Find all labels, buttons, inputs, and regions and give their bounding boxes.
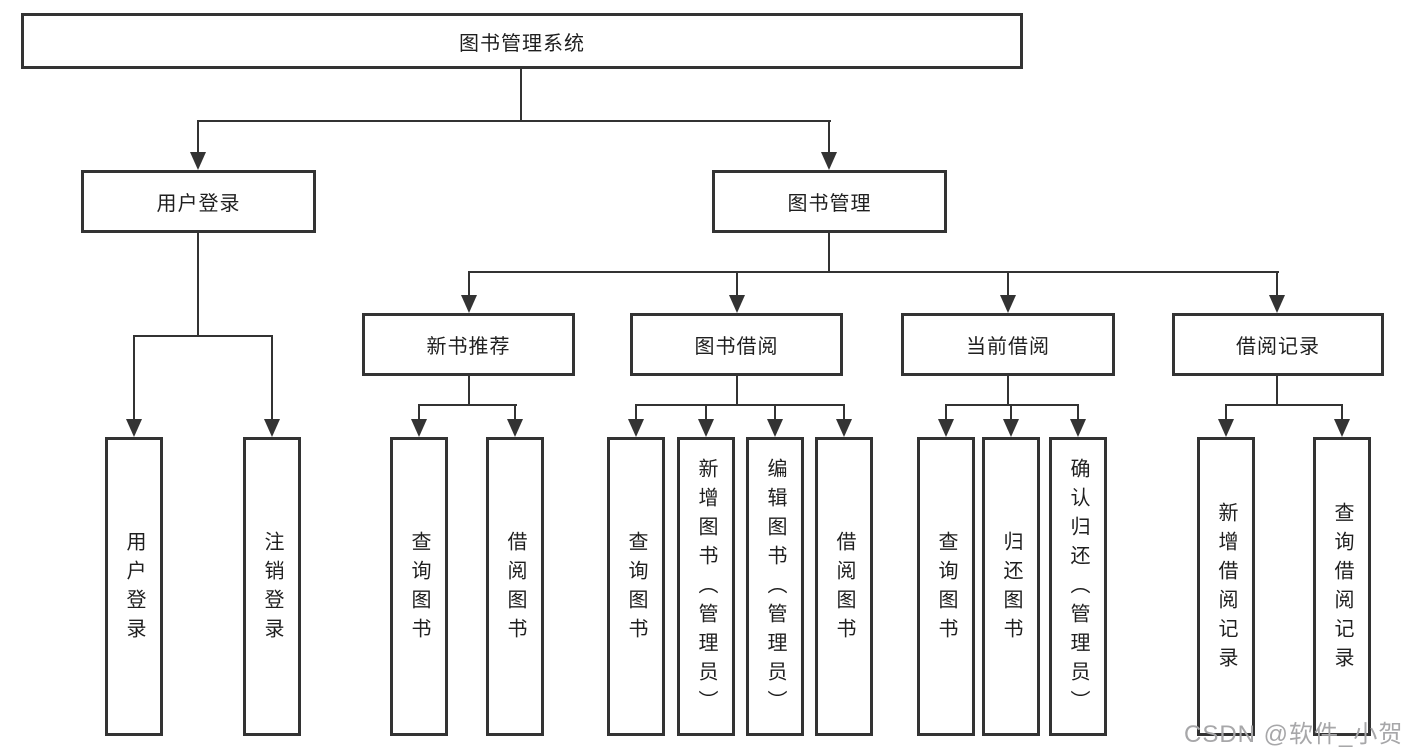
connector-line xyxy=(468,271,470,297)
arrow-down-icon xyxy=(821,152,837,170)
node-borrow-records: 借阅记录 xyxy=(1172,313,1384,376)
node-new-book-recommend: 新书推荐 xyxy=(362,313,575,376)
connector-line xyxy=(1007,271,1009,297)
arrow-down-icon xyxy=(461,295,477,313)
connector-line xyxy=(1007,376,1009,406)
watermark: CSDN @软件_小贺同学 xyxy=(1184,721,1405,747)
connector-line xyxy=(828,233,830,273)
node-user-login: 用户登录 xyxy=(81,170,316,233)
connector-line xyxy=(468,376,470,406)
connector-line xyxy=(271,335,273,421)
arrow-down-icon xyxy=(1269,295,1285,313)
arrow-down-icon xyxy=(1070,419,1086,437)
node-leaf-logout: 注销登录 xyxy=(243,437,301,736)
connector-line xyxy=(514,404,516,422)
node-leaf-query-book-borrow: 查询图书 xyxy=(607,437,665,736)
connector-line xyxy=(705,404,707,422)
connector-line xyxy=(197,120,199,154)
node-leaf-borrow-book: 借阅图书 xyxy=(815,437,873,736)
connector-line xyxy=(843,404,845,422)
node-leaf-user-login: 用户登录 xyxy=(105,437,163,736)
arrow-down-icon xyxy=(1003,419,1019,437)
arrow-down-icon xyxy=(411,419,427,437)
connector-line xyxy=(1276,271,1278,297)
connector-line xyxy=(418,404,517,406)
connector-line xyxy=(1225,404,1227,422)
arrow-down-icon xyxy=(729,295,745,313)
arrow-down-icon xyxy=(126,419,142,437)
node-leaf-query-book-current: 查询图书 xyxy=(917,437,975,736)
node-book-borrow: 图书借阅 xyxy=(630,313,843,376)
connector-line xyxy=(197,120,831,122)
connector-line xyxy=(1341,404,1343,422)
connector-line xyxy=(635,404,845,406)
arrow-down-icon xyxy=(190,152,206,170)
node-leaf-add-borrow-record: 新增借阅记录 xyxy=(1197,437,1255,736)
connector-line xyxy=(945,404,947,422)
node-leaf-edit-book-admin: 编辑图书（管理员） xyxy=(746,437,804,736)
connector-line xyxy=(1010,404,1012,422)
connector-line xyxy=(1077,404,1079,422)
node-library-management-system: 图书管理系统 xyxy=(21,13,1023,69)
node-leaf-query-borrow-record: 查询借阅记录 xyxy=(1313,437,1371,736)
connector-line xyxy=(945,404,1079,406)
node-leaf-borrow-book-recommend: 借阅图书 xyxy=(486,437,544,736)
connector-line xyxy=(520,69,522,122)
connector-line xyxy=(133,335,135,421)
arrow-down-icon xyxy=(628,419,644,437)
node-leaf-add-book-admin: 新增图书（管理员） xyxy=(677,437,735,736)
arrow-down-icon xyxy=(698,419,714,437)
node-leaf-confirm-return-admin: 确认归还（管理员） xyxy=(1049,437,1107,736)
connector-line xyxy=(1276,376,1278,406)
node-leaf-query-book-recommend: 查询图书 xyxy=(390,437,448,736)
connector-line xyxy=(197,233,199,337)
connector-line xyxy=(828,120,830,154)
node-current-borrow: 当前借阅 xyxy=(901,313,1115,376)
connector-line xyxy=(736,376,738,406)
arrow-down-icon xyxy=(1218,419,1234,437)
connector-line xyxy=(635,404,637,422)
arrow-down-icon xyxy=(507,419,523,437)
connector-line xyxy=(774,404,776,422)
connector-line xyxy=(418,404,420,422)
connector-line xyxy=(1225,404,1343,406)
arrow-down-icon xyxy=(264,419,280,437)
connector-line xyxy=(133,335,273,337)
arrow-down-icon xyxy=(1334,419,1350,437)
node-book-management: 图书管理 xyxy=(712,170,947,233)
connector-line xyxy=(468,271,1279,273)
node-leaf-return-book: 归还图书 xyxy=(982,437,1040,736)
arrow-down-icon xyxy=(938,419,954,437)
connector-line xyxy=(736,271,738,297)
arrow-down-icon xyxy=(767,419,783,437)
arrow-down-icon xyxy=(836,419,852,437)
arrow-down-icon xyxy=(1000,295,1016,313)
